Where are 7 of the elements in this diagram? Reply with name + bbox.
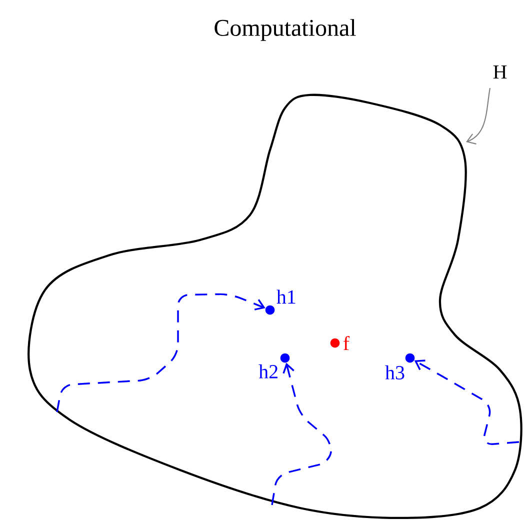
dashed-path-arrow — [271, 362, 332, 506]
region-label: H — [493, 65, 507, 79]
region-outline — [28, 94, 522, 520]
title: Computational — [214, 19, 356, 41]
dashed-path-arrow — [414, 360, 520, 446]
leader-arrow — [466, 88, 491, 144]
dashed-path-arrow — [56, 293, 266, 412]
